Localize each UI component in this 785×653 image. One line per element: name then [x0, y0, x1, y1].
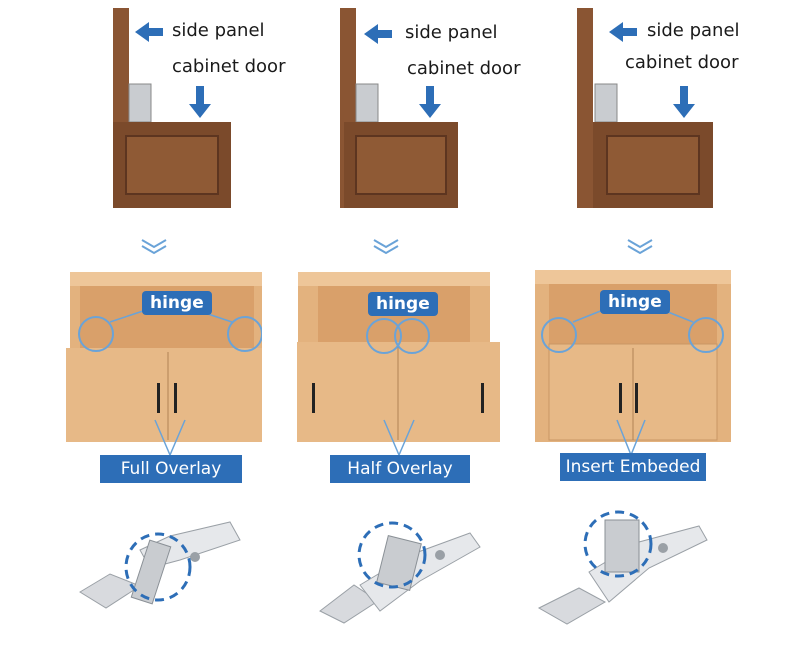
panel-half-overlay: side panel cabinet door hinge Half Overl…	[262, 0, 524, 653]
side-panel-arrow-icon	[364, 24, 392, 44]
hinge-photo	[537, 519, 708, 625]
hinge-photo	[319, 532, 481, 624]
hinge-circle-right	[227, 316, 262, 352]
cabinet-door-arrow-icon	[419, 86, 441, 118]
overlay-type-banner: Full Overlay	[100, 455, 242, 483]
side-panel-label: side panel	[405, 22, 498, 43]
cabinet-door-label: cabinet door	[172, 56, 286, 77]
cabinet-door-label: cabinet door	[625, 52, 739, 73]
panel-insert-embeded: side panel cabinet door hinge Insert Emb…	[523, 0, 785, 653]
overlay-type-banner: Insert Embeded	[560, 453, 706, 481]
chevron-down-icon	[141, 239, 167, 255]
insert-embeded-scene	[535, 8, 731, 625]
side-panel-label: side panel	[647, 20, 740, 41]
hinge-circle-right	[394, 318, 430, 354]
side-panel-graphic	[577, 8, 593, 208]
hinge-circle-right	[688, 317, 724, 353]
cabinet-door-arrow-icon	[673, 86, 695, 118]
hinge-circle-left	[366, 318, 402, 354]
hinge-circle-left	[78, 316, 114, 352]
hinge-graphic	[128, 83, 152, 123]
full-overlay-scene	[66, 8, 262, 609]
half-overlay-scene	[297, 8, 500, 624]
overlay-type-banner: Half Overlay	[330, 455, 470, 483]
cabinet-door-label: cabinet door	[407, 58, 521, 79]
cabinet-door-arrow-icon	[189, 86, 211, 118]
chevron-down-icon	[627, 239, 653, 255]
hinge-photo-circle	[583, 510, 653, 578]
side-panel-arrow-icon	[609, 22, 637, 42]
side-panel-arrow-icon	[135, 22, 163, 42]
hinge-tag: hinge	[368, 292, 438, 316]
hinge-graphic	[594, 83, 618, 123]
panel-full-overlay: side panel cabinet door hinge Full Overl…	[0, 0, 285, 653]
hinge-photo	[79, 521, 241, 609]
hinge-graphic	[355, 83, 379, 123]
hinge-photo-circle	[357, 521, 427, 589]
hinge-tag: hinge	[142, 291, 212, 315]
chevron-down-icon	[373, 239, 399, 255]
hinge-tag: hinge	[600, 290, 670, 314]
side-panel-label: side panel	[172, 20, 265, 41]
hinge-photo-circle	[124, 532, 192, 602]
hinge-circle-left	[541, 317, 577, 353]
